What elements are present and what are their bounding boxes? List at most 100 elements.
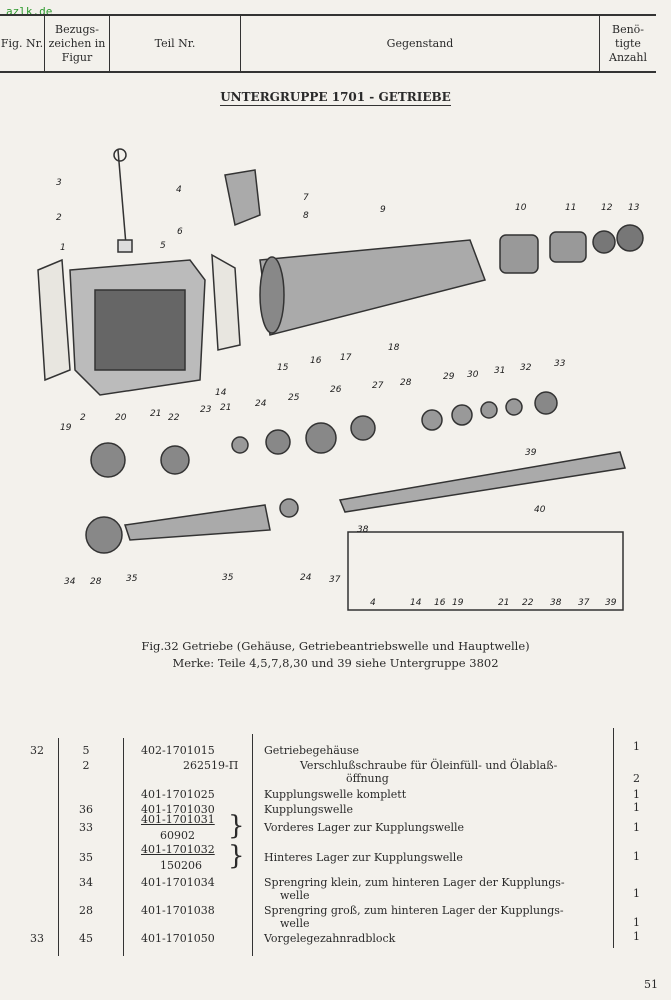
divider xyxy=(252,734,253,956)
callout: 28 xyxy=(400,378,412,388)
callout: 6 xyxy=(177,227,183,237)
row-ref-number: 34 xyxy=(79,876,93,889)
exploded-drawing: 1 2 3 4 5 6 7 8 9 10 11 12 13 14 15 16 1… xyxy=(37,148,644,611)
gasket-1 xyxy=(37,258,71,382)
section-title-text: UNTERGRUPPE 1701 - GETRIEBE xyxy=(220,90,451,106)
row-ref-number: 36 xyxy=(79,803,93,816)
callout: 29 xyxy=(443,372,455,382)
callout: 19 xyxy=(60,423,72,433)
callout: 35 xyxy=(222,573,234,583)
table-header: Fig. Nr. Bezugs- zeichen in Figur Teil N… xyxy=(0,14,656,73)
callout: 2 xyxy=(80,413,86,423)
callout: 8 xyxy=(303,211,309,221)
extension-housing xyxy=(259,239,486,336)
row-quantity: 1 xyxy=(633,801,640,814)
callout: 1 xyxy=(60,243,66,253)
callout: 17 xyxy=(340,353,352,363)
header-ref: Bezugs- zeichen in Figur xyxy=(45,16,110,71)
row-part-number: 401-1701031 xyxy=(141,813,215,826)
row-description: Kupplungswelle komplett xyxy=(264,788,407,801)
callout: 37 xyxy=(329,575,341,585)
callout: 26 xyxy=(330,385,342,395)
callout: 24 xyxy=(255,399,267,409)
input-shaft xyxy=(124,504,271,541)
figure-caption: Fig.32 Getriebe (Gehäuse, Getriebeantrie… xyxy=(141,639,530,653)
brace: } xyxy=(228,841,245,871)
callout: 13 xyxy=(628,203,640,213)
row-part-number: 401-1701030 xyxy=(141,803,215,816)
row-quantity: 1 xyxy=(633,740,640,753)
callout: 22 xyxy=(522,598,534,608)
callout: 31 xyxy=(494,366,505,376)
inset-frame xyxy=(347,531,624,611)
row-quantity: 1 xyxy=(633,916,640,929)
row-quantity: 1 xyxy=(633,930,640,943)
callout: 39 xyxy=(525,448,537,458)
callout: 30 xyxy=(467,370,479,380)
callout: 21 xyxy=(150,409,161,419)
callout: 39 xyxy=(605,598,617,608)
row-description: Verschlußschraube für Öleinfüll- und Öla… xyxy=(300,759,558,772)
callout: 32 xyxy=(520,363,532,373)
divider xyxy=(123,738,124,956)
callout: 10 xyxy=(515,203,527,213)
callout: 14 xyxy=(410,598,422,608)
header-item: Gegenstand xyxy=(241,16,600,71)
row-quantity: 1 xyxy=(633,850,640,863)
callout: 14 xyxy=(215,388,227,398)
brace: } xyxy=(228,811,245,841)
header-part: Teil Nr. xyxy=(110,16,241,71)
row-ref-number: 28 xyxy=(79,904,93,917)
row-ref-number: 45 xyxy=(79,932,93,945)
callout: 40 xyxy=(534,505,546,515)
callout: 37 xyxy=(578,598,590,608)
row-fig-number: 32 xyxy=(30,744,44,757)
selector-7 xyxy=(224,169,261,227)
row-description: Vorgelegezahnradblock xyxy=(264,932,396,945)
row-description-cont: welle xyxy=(280,889,310,902)
callout: 16 xyxy=(434,598,446,608)
callout: 2 xyxy=(56,213,62,223)
row-description: Kupplungswelle xyxy=(264,803,353,816)
figure-note: Merke: Teile 4,5,7,8,30 und 39 siehe Unt… xyxy=(172,656,499,670)
row-ref-number: 33 xyxy=(79,821,93,834)
callout: 9 xyxy=(380,205,386,215)
callout: 28 xyxy=(90,577,102,587)
divider xyxy=(613,728,614,948)
row-part-number: 401-1701050 xyxy=(141,932,215,945)
callout: 18 xyxy=(388,343,400,353)
callout: 5 xyxy=(160,241,166,251)
row-ref-number: 35 xyxy=(79,851,93,864)
callout: 38 xyxy=(550,598,562,608)
callout: 11 xyxy=(565,203,576,213)
callout: 7 xyxy=(303,193,309,203)
section-title: UNTERGRUPPE 1701 - GETRIEBE xyxy=(0,90,671,106)
row-part-number: 401-1701034 xyxy=(141,876,215,889)
callout: 34 xyxy=(64,577,76,587)
row-part-number-alt: 60902 xyxy=(160,829,195,842)
callout: 23 xyxy=(200,405,212,415)
callout: 15 xyxy=(277,363,289,373)
callout: 12 xyxy=(601,203,613,213)
row-quantity: 2 xyxy=(633,772,640,785)
callout: 35 xyxy=(126,574,138,584)
callout: 20 xyxy=(115,413,127,423)
callout: 25 xyxy=(288,393,300,403)
callout: 22 xyxy=(168,413,180,423)
callout: 4 xyxy=(370,598,376,608)
callout: 4 xyxy=(176,185,182,195)
row-description: Getriebegehäuse xyxy=(264,744,359,757)
row-part-number: 402-1701015 xyxy=(141,744,215,757)
callout: 21 xyxy=(498,598,509,608)
callout: 3 xyxy=(56,178,62,188)
row-ref-number: 5 xyxy=(82,744,90,757)
row-part-number: 262519-П xyxy=(183,759,239,772)
row-description-cont: welle xyxy=(280,917,310,930)
row-part-number-alt: 150206 xyxy=(160,859,202,872)
callout: 38 xyxy=(357,525,369,535)
row-description: Vorderes Lager zur Kupplungswelle xyxy=(264,821,465,834)
row-part-number: 401-1701025 xyxy=(141,788,215,801)
row-description: Hinteres Lager zur Kupplungswelle xyxy=(264,851,463,864)
callouts: 1 2 3 4 5 6 7 8 9 10 11 12 13 14 15 16 1… xyxy=(56,178,640,608)
